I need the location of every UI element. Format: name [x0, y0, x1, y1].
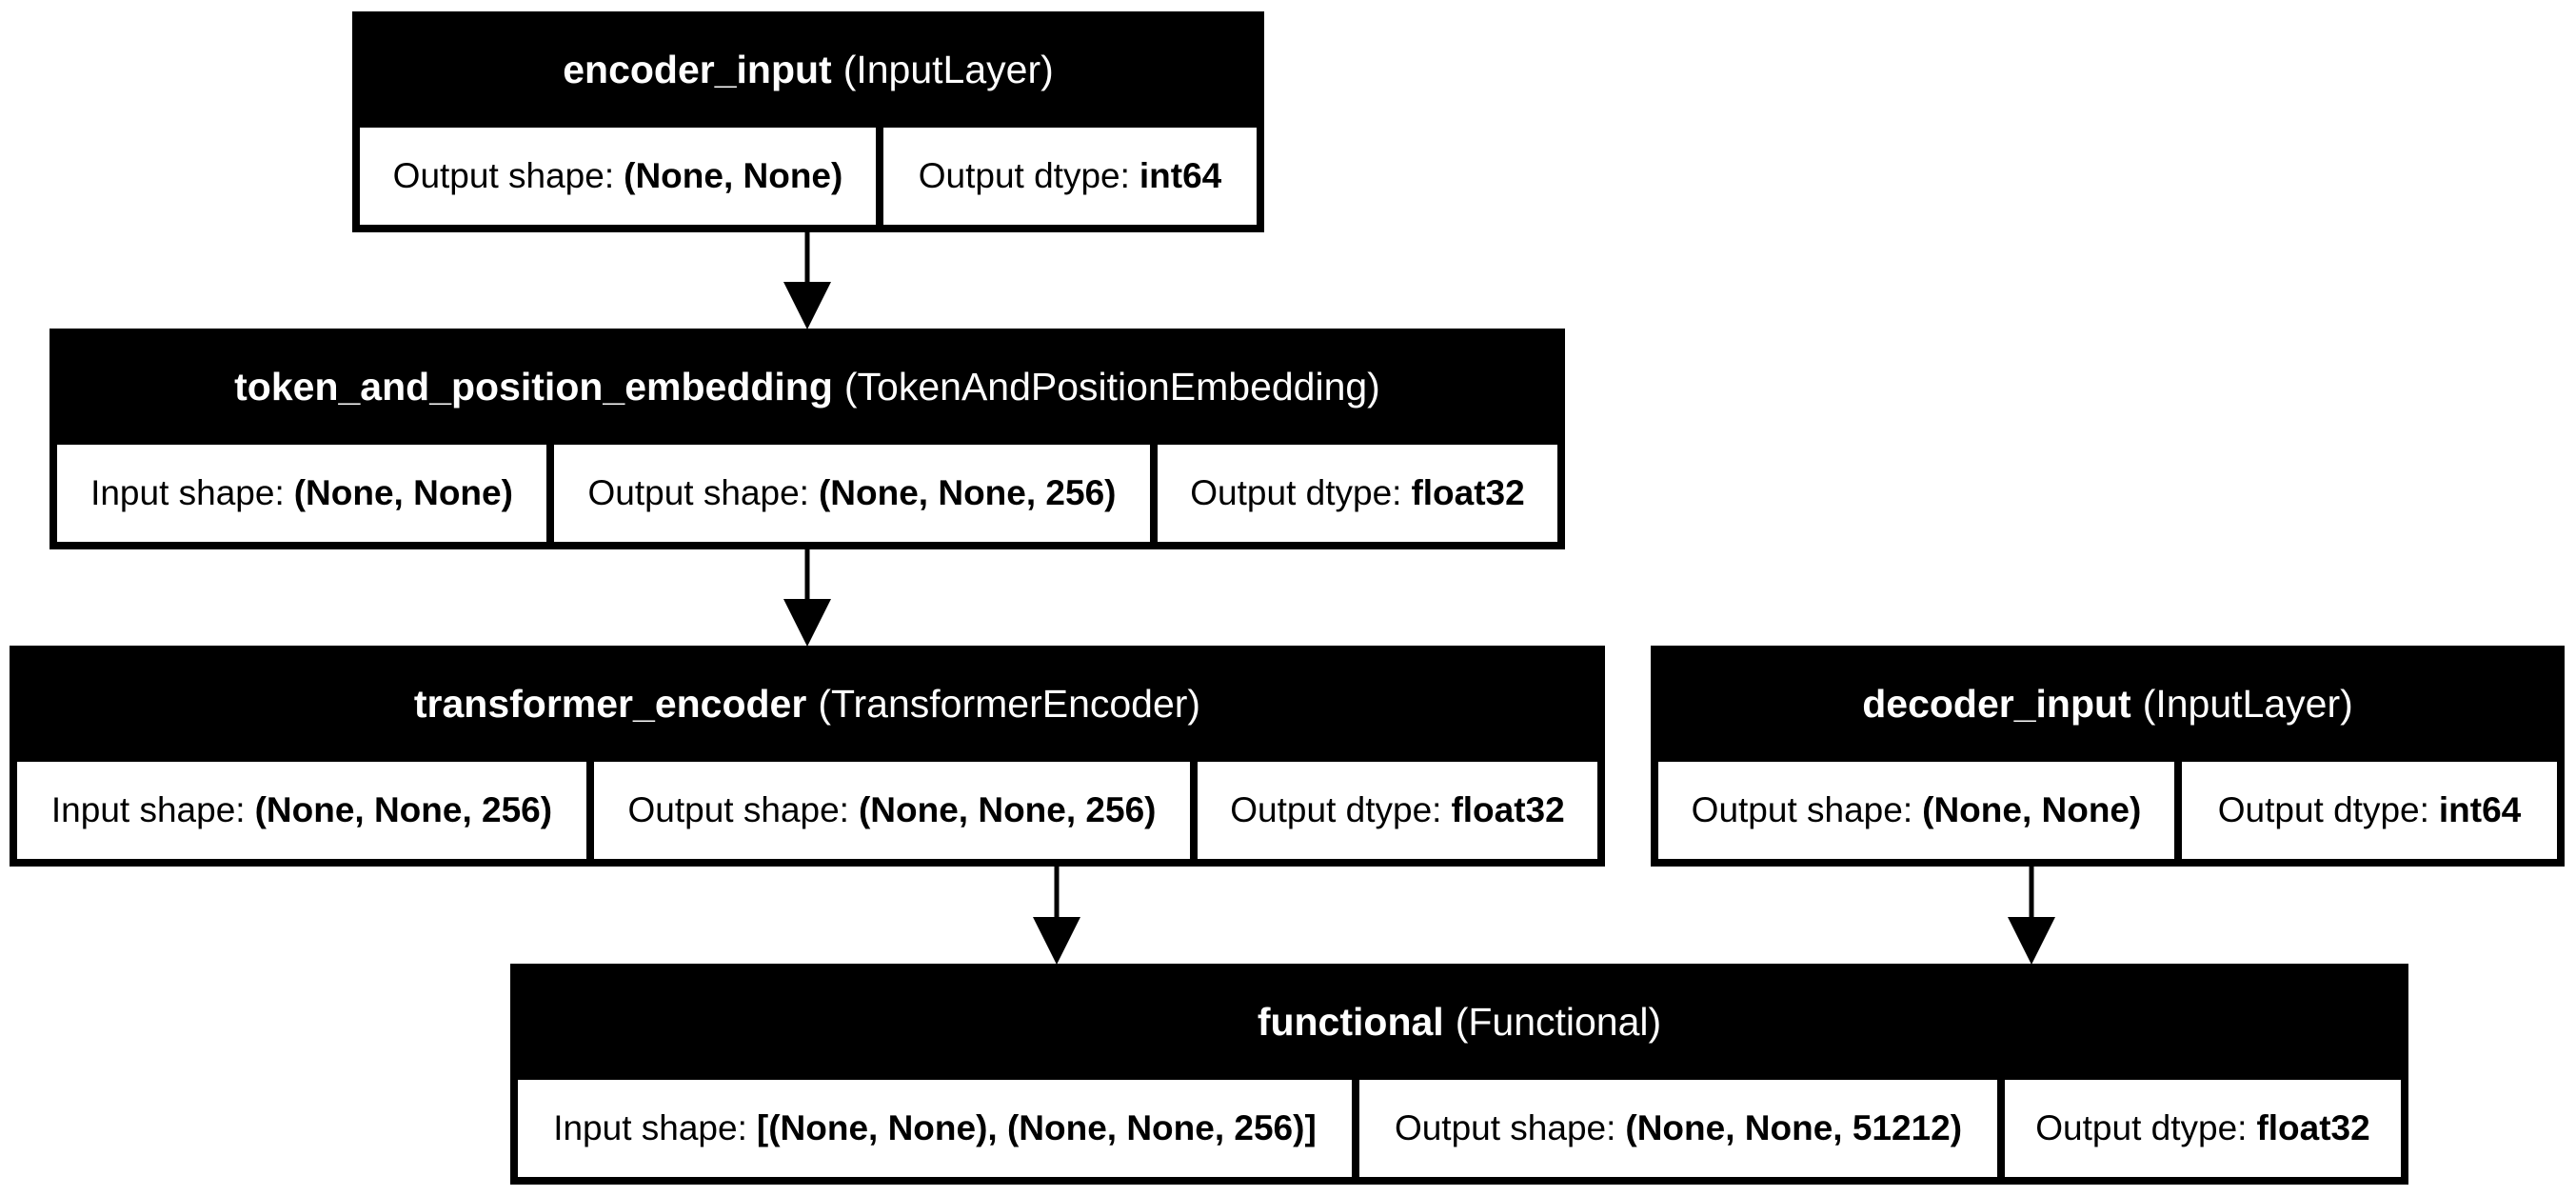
cell-value: (None, None, 256): [858, 790, 1157, 829]
cell-label: Output shape:: [587, 473, 809, 512]
cell-label: Output dtype:: [2217, 790, 2429, 829]
cell-value: [(None, None), (None, None, 256)]: [756, 1108, 1317, 1147]
layer-header: decoder_input (InputLayer): [1651, 646, 2565, 762]
layer-info-row: Output shape: (None, None) Output dtype:…: [1658, 762, 2557, 859]
layer-name: functional: [1257, 999, 1444, 1044]
layer-type: (Functional): [1455, 999, 1662, 1044]
cell-label: Input shape:: [553, 1108, 747, 1147]
layer-header: functional (Functional): [510, 964, 2408, 1080]
cell-label: Input shape:: [90, 473, 285, 512]
output-shape-cell: Output shape: (None, None, 256): [594, 762, 1190, 859]
cell-label: Output shape:: [627, 790, 849, 829]
layer-name: encoder_input: [563, 47, 832, 91]
cell-value: (None, None): [293, 473, 513, 512]
cell-value: (None, None): [1922, 790, 2142, 829]
layer-type: (TokenAndPositionEmbedding): [843, 364, 1380, 409]
input-shape-cell: Input shape: (None, None): [57, 445, 546, 542]
cell-label: Output dtype:: [1190, 473, 1402, 512]
output-dtype-cell: Output dtype: int64: [2182, 762, 2557, 859]
cell-label: Output dtype:: [1230, 790, 1442, 829]
output-shape-cell: Output shape: (None, None, 256): [554, 445, 1150, 542]
output-shape-cell: Output shape: (None, None): [1658, 762, 2174, 859]
output-dtype-cell: Output dtype: float32: [1158, 445, 1557, 542]
layer-node-functional: functional (Functional) Input shape: [(N…: [510, 964, 2408, 1185]
layer-type: (InputLayer): [2142, 681, 2353, 726]
cell-value: float32: [1411, 473, 1525, 512]
cell-value: float32: [1451, 790, 1565, 829]
layer-type: (TransformerEncoder): [818, 681, 1201, 726]
input-shape-cell: Input shape: [(None, None), (None, None,…: [518, 1080, 1352, 1177]
cell-value: (None, None, 51212): [1625, 1108, 1963, 1147]
cell-label: Output dtype:: [918, 156, 1130, 195]
output-dtype-cell: Output dtype: int64: [883, 128, 1257, 225]
layer-header: transformer_encoder (TransformerEncoder): [10, 646, 1605, 762]
input-shape-cell: Input shape: (None, None, 256): [17, 762, 586, 859]
cell-label: Input shape:: [50, 790, 246, 829]
layer-type: (InputLayer): [842, 47, 1054, 91]
cell-label: Output shape:: [1394, 1108, 1616, 1147]
cell-label: Output dtype:: [2035, 1108, 2248, 1147]
layer-node-decoder-input: decoder_input (InputLayer) Output shape:…: [1651, 646, 2565, 867]
cell-value: (None, None): [624, 156, 843, 195]
layer-node-encoder-input: encoder_input (InputLayer) Output shape:…: [352, 11, 1264, 232]
output-shape-cell: Output shape: (None, None): [360, 128, 876, 225]
cell-value: int64: [1139, 156, 1222, 195]
output-shape-cell: Output shape: (None, None, 51212): [1359, 1080, 1997, 1177]
output-dtype-cell: Output dtype: float32: [1198, 762, 1597, 859]
layer-info-row: Output shape: (None, None) Output dtype:…: [360, 128, 1257, 225]
layer-header: token_and_position_embedding (TokenAndPo…: [50, 329, 1565, 445]
layer-info-row: Input shape: (None, None) Output shape: …: [57, 445, 1557, 542]
layer-name: decoder_input: [1862, 681, 2131, 726]
cell-label: Output shape:: [1691, 790, 1913, 829]
layer-info-row: Input shape: [(None, None), (None, None,…: [518, 1080, 2401, 1177]
layer-name: transformer_encoder: [413, 681, 807, 726]
layer-node-token-and-position-embedding: token_and_position_embedding (TokenAndPo…: [50, 329, 1565, 549]
cell-value: (None, None, 256): [818, 473, 1117, 512]
cell-value: (None, None, 256): [254, 790, 553, 829]
cell-value: int64: [2438, 790, 2522, 829]
layer-node-transformer-encoder: transformer_encoder (TransformerEncoder)…: [10, 646, 1605, 867]
layer-name: token_and_position_embedding: [234, 364, 833, 409]
layer-header: encoder_input (InputLayer): [352, 11, 1264, 128]
cell-label: Output shape:: [392, 156, 615, 195]
output-dtype-cell: Output dtype: float32: [2005, 1080, 2401, 1177]
cell-value: float32: [2256, 1108, 2370, 1147]
layer-info-row: Input shape: (None, None, 256) Output sh…: [17, 762, 1597, 859]
